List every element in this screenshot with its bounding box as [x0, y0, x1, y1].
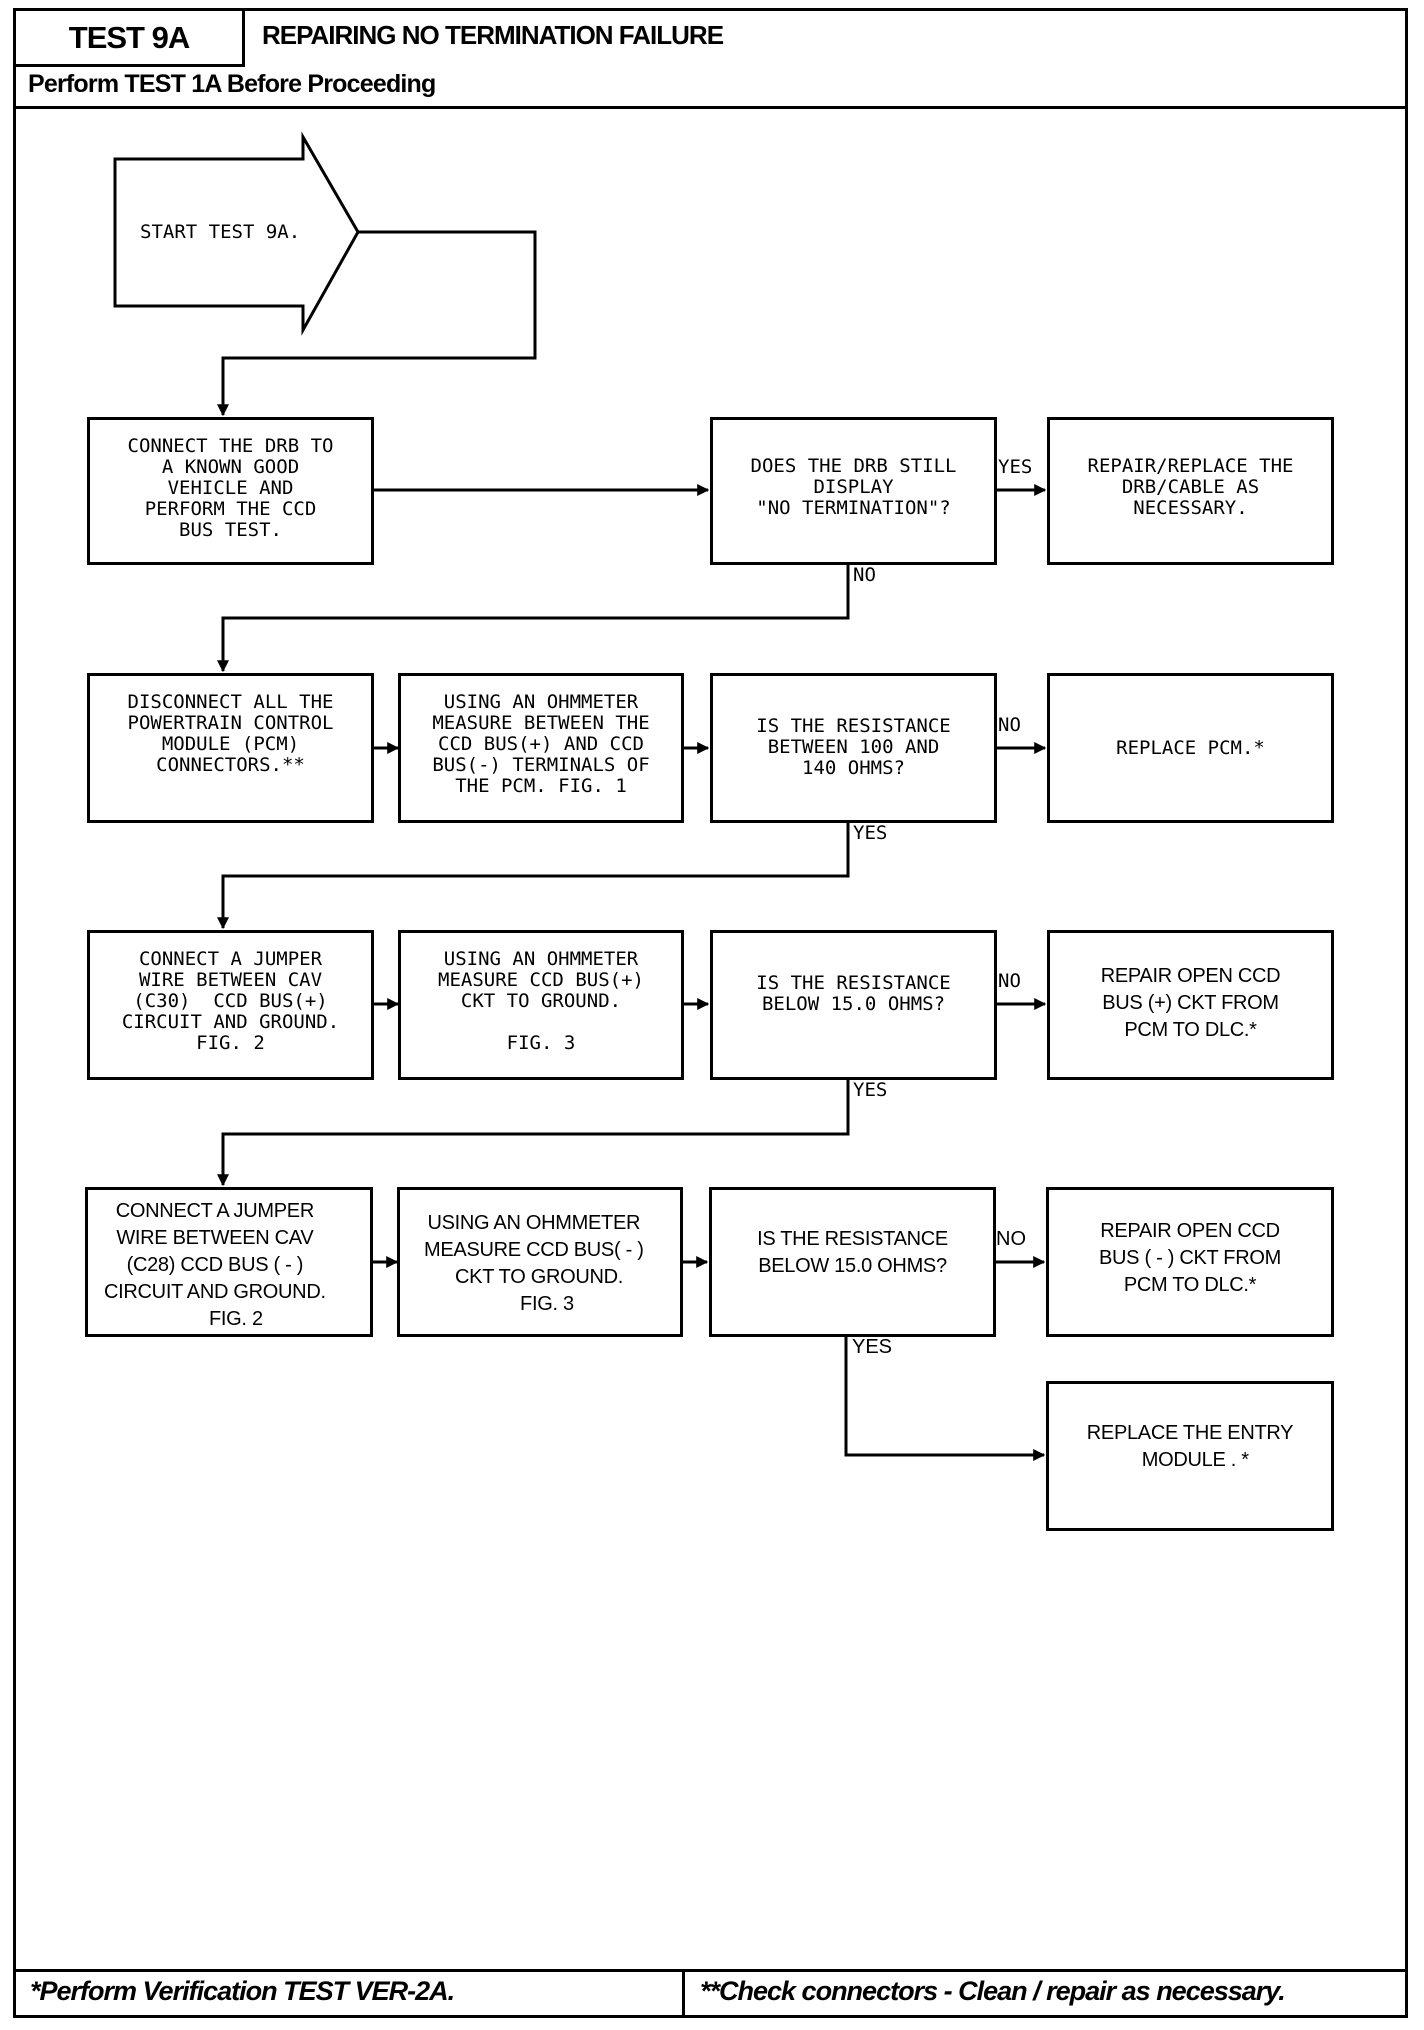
label-no: NO — [998, 970, 1021, 992]
step-measure-bus-plus: USING AN OHMMETER MEASURE CCD BUS(+) CKT… — [398, 930, 684, 1080]
prerequisite-note: Perform TEST 1A Before Proceeding — [28, 70, 436, 98]
footnote-connectors: **Check connectors - Clean / repair as n… — [700, 1976, 1286, 2006]
action-repair-bus-minus: REPAIR OPEN CCD BUS ( - ) CKT FROM PCM T… — [1046, 1187, 1334, 1337]
decision-no-termination: DOES THE DRB STILL DISPLAY "NO TERMINATI… — [710, 417, 997, 565]
step-measure-bus-minus: USING AN OHMMETER MEASURE CCD BUS( - ) C… — [397, 1187, 683, 1337]
label-yes: YES — [853, 1079, 888, 1101]
start-arrow-shape — [113, 131, 360, 336]
step-jumper-c28: CONNECT A JUMPER WIRE BETWEEN CAV (C28) … — [85, 1187, 373, 1337]
step-connect-drb: CONNECT THE DRB TO A KNOWN GOOD VEHICLE … — [87, 417, 374, 565]
decision-below-15-plus: IS THE RESISTANCE BELOW 15.0 OHMS? — [710, 930, 997, 1080]
decision-below-15-minus: IS THE RESISTANCE BELOW 15.0 OHMS? — [709, 1187, 996, 1337]
action-replace-entry-module: REPLACE THE ENTRY MODULE . * — [1046, 1381, 1334, 1531]
start-label: START TEST 9A. — [140, 221, 301, 243]
connector-r4-yes — [844, 1336, 1046, 1461]
footnote-verification: *Perform Verification TEST VER-2A. — [30, 1976, 455, 2006]
label-no: NO — [998, 714, 1021, 736]
label-no: NO — [996, 1228, 1026, 1250]
page-title: REPAIRING NO TERMINATION FAILURE — [262, 20, 724, 50]
step-disconnect-pcm: DISCONNECT ALL THE POWERTRAIN CONTROL MO… — [87, 673, 374, 823]
label-yes: YES — [998, 456, 1033, 478]
action-repair-bus-plus: REPAIR OPEN CCD BUS (+) CKT FROM PCM TO … — [1047, 930, 1334, 1080]
test-id: TEST 9A — [13, 8, 245, 67]
footer-column-divider — [682, 1970, 685, 2018]
connector-r2-yes — [217, 822, 850, 930]
connector-start — [217, 230, 537, 417]
header-divider — [13, 106, 1408, 109]
action-replace-pcm: REPLACE PCM.* — [1047, 673, 1334, 823]
step-jumper-c30: CONNECT A JUMPER WIRE BETWEEN CAV (C30) … — [87, 930, 374, 1080]
step-measure-pcm: USING AN OHMMETER MEASURE BETWEEN THE CC… — [398, 673, 684, 823]
connector-r1-no — [217, 564, 850, 673]
label-yes: YES — [853, 822, 888, 844]
action-repair-drb: REPAIR/REPLACE THE DRB/CABLE AS NECESSAR… — [1047, 417, 1334, 565]
label-no: NO — [853, 564, 876, 586]
footer-divider — [13, 1969, 1408, 1972]
page-frame — [13, 8, 1408, 2018]
connector-r3-yes — [217, 1079, 850, 1187]
label-yes: YES — [852, 1336, 893, 1358]
decision-resistance-100-140: IS THE RESISTANCE BETWEEN 100 AND 140 OH… — [710, 673, 997, 823]
